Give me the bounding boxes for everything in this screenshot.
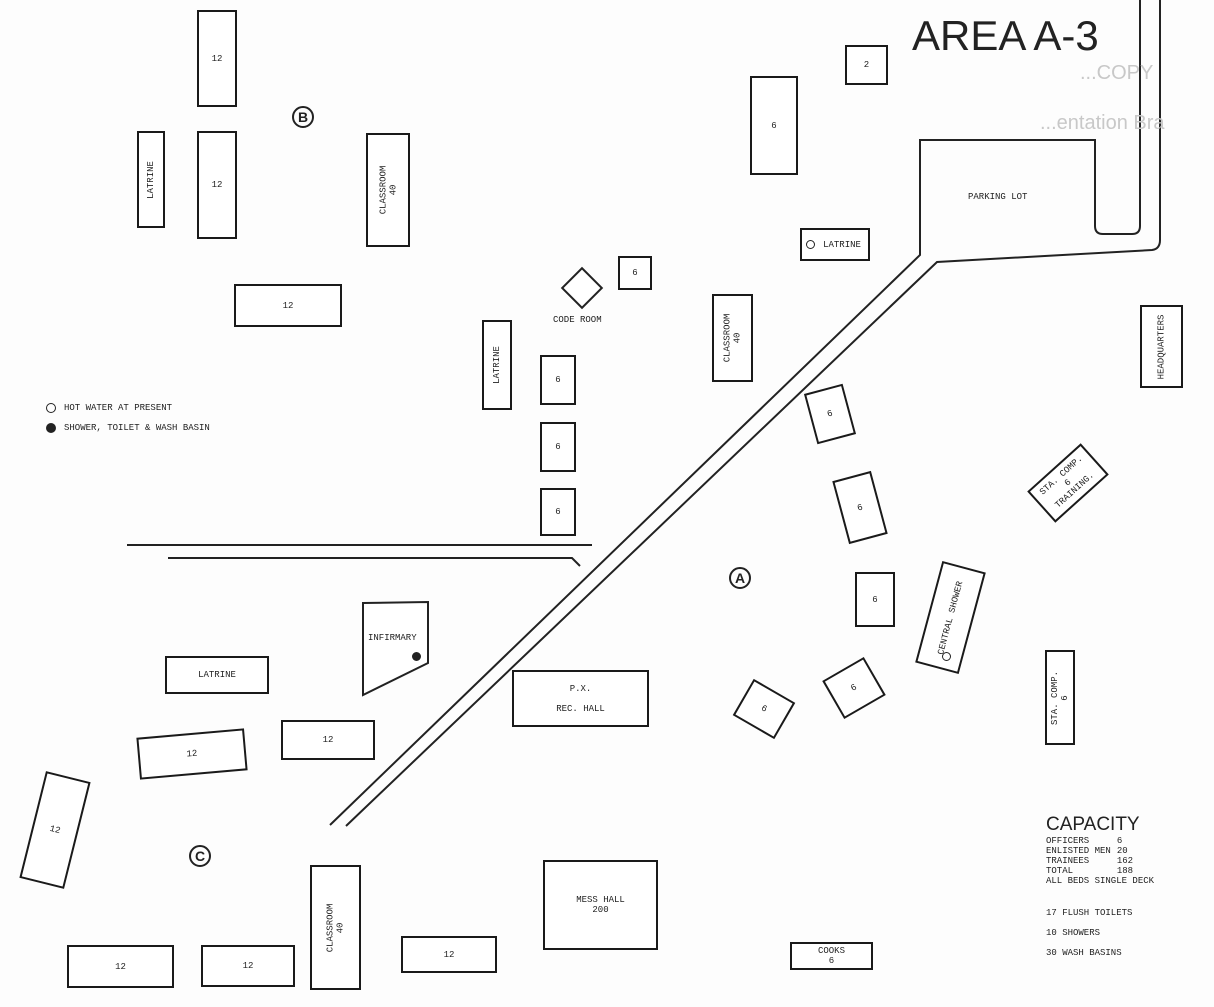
map-title: AREA A-3 [912, 12, 1099, 59]
barracks-building: 6 [540, 488, 576, 536]
mess-hall-building: MESS HALL 200 [543, 860, 658, 950]
infirmary-label: INFIRMARY [368, 633, 417, 643]
capacity-heading: CAPACITY [1046, 814, 1140, 835]
zone-c-marker: C [189, 845, 211, 867]
latrine-building: LATRINE [165, 656, 269, 694]
barracks-building: 6 [618, 256, 652, 290]
code-room-building [560, 266, 604, 310]
zone-b-marker: B [292, 106, 314, 128]
parking-lot-label: PARKING LOT [968, 192, 1028, 202]
headquarters-building: HEADQUARTERS [1140, 305, 1183, 388]
barracks-building: 2 [845, 45, 888, 85]
barracks-building: 6 [540, 422, 576, 472]
barracks-building: 12 [197, 131, 237, 239]
legend-hot-water: HOT WATER AT PRESENT [46, 403, 210, 413]
cooks-building: COOKS 6 [790, 942, 873, 970]
barracks-building: 6 [750, 76, 798, 175]
zone-a-marker: A [729, 567, 751, 589]
station-complement-building: STA. COMP. 6 [1045, 650, 1075, 745]
facility-item: 10 SHOWERS [1046, 928, 1101, 938]
shower-marker-icon [412, 652, 421, 661]
barracks-building: 12 [281, 720, 375, 760]
classroom-building: CLASSROOM 40 [712, 294, 753, 382]
filled-circle-icon [46, 423, 56, 433]
barracks-building: 12 [197, 10, 237, 107]
stamp-line-2: ...entation Bra [1040, 112, 1165, 134]
infirmary-outline [362, 600, 429, 697]
hollow-circle-icon [46, 403, 56, 413]
road-diagonal-left-edge [329, 0, 1141, 826]
barracks-building: 12 [234, 284, 342, 327]
barracks-building: 12 [201, 945, 295, 987]
barracks-building: 12 [67, 945, 174, 988]
classroom-building: CLASSROOM 40 [366, 133, 410, 247]
road-horizontal-lower [168, 557, 581, 567]
classroom-building: CLASSROOM 40 [310, 865, 361, 990]
latrine-building: LATRINE [137, 131, 165, 228]
code-room-label: CODE ROOM [553, 315, 602, 325]
barracks-building: 6 [855, 572, 895, 627]
map-legend: HOT WATER AT PRESENT SHOWER, TOILET & WA… [46, 403, 210, 443]
hot-water-marker-icon [942, 652, 951, 661]
hot-water-marker-icon [806, 240, 815, 249]
barracks-building: 12 [401, 936, 497, 973]
facility-item: 17 FLUSH TOILETS [1046, 908, 1133, 918]
stamp-line-1: ...COPY [1080, 62, 1154, 84]
capacity-note: ALL BEDS SINGLE DECK [1046, 876, 1155, 886]
road-diagonal-right-edge [345, 0, 1161, 827]
latrine-building: LATRINE [482, 320, 512, 410]
barracks-building: 6 [540, 355, 576, 405]
facility-item: 30 WASH BASINS [1046, 948, 1122, 958]
px-rec-hall-building: P.X. REC. HALL [512, 670, 649, 727]
legend-shower: SHOWER, TOILET & WASH BASIN [46, 423, 210, 433]
